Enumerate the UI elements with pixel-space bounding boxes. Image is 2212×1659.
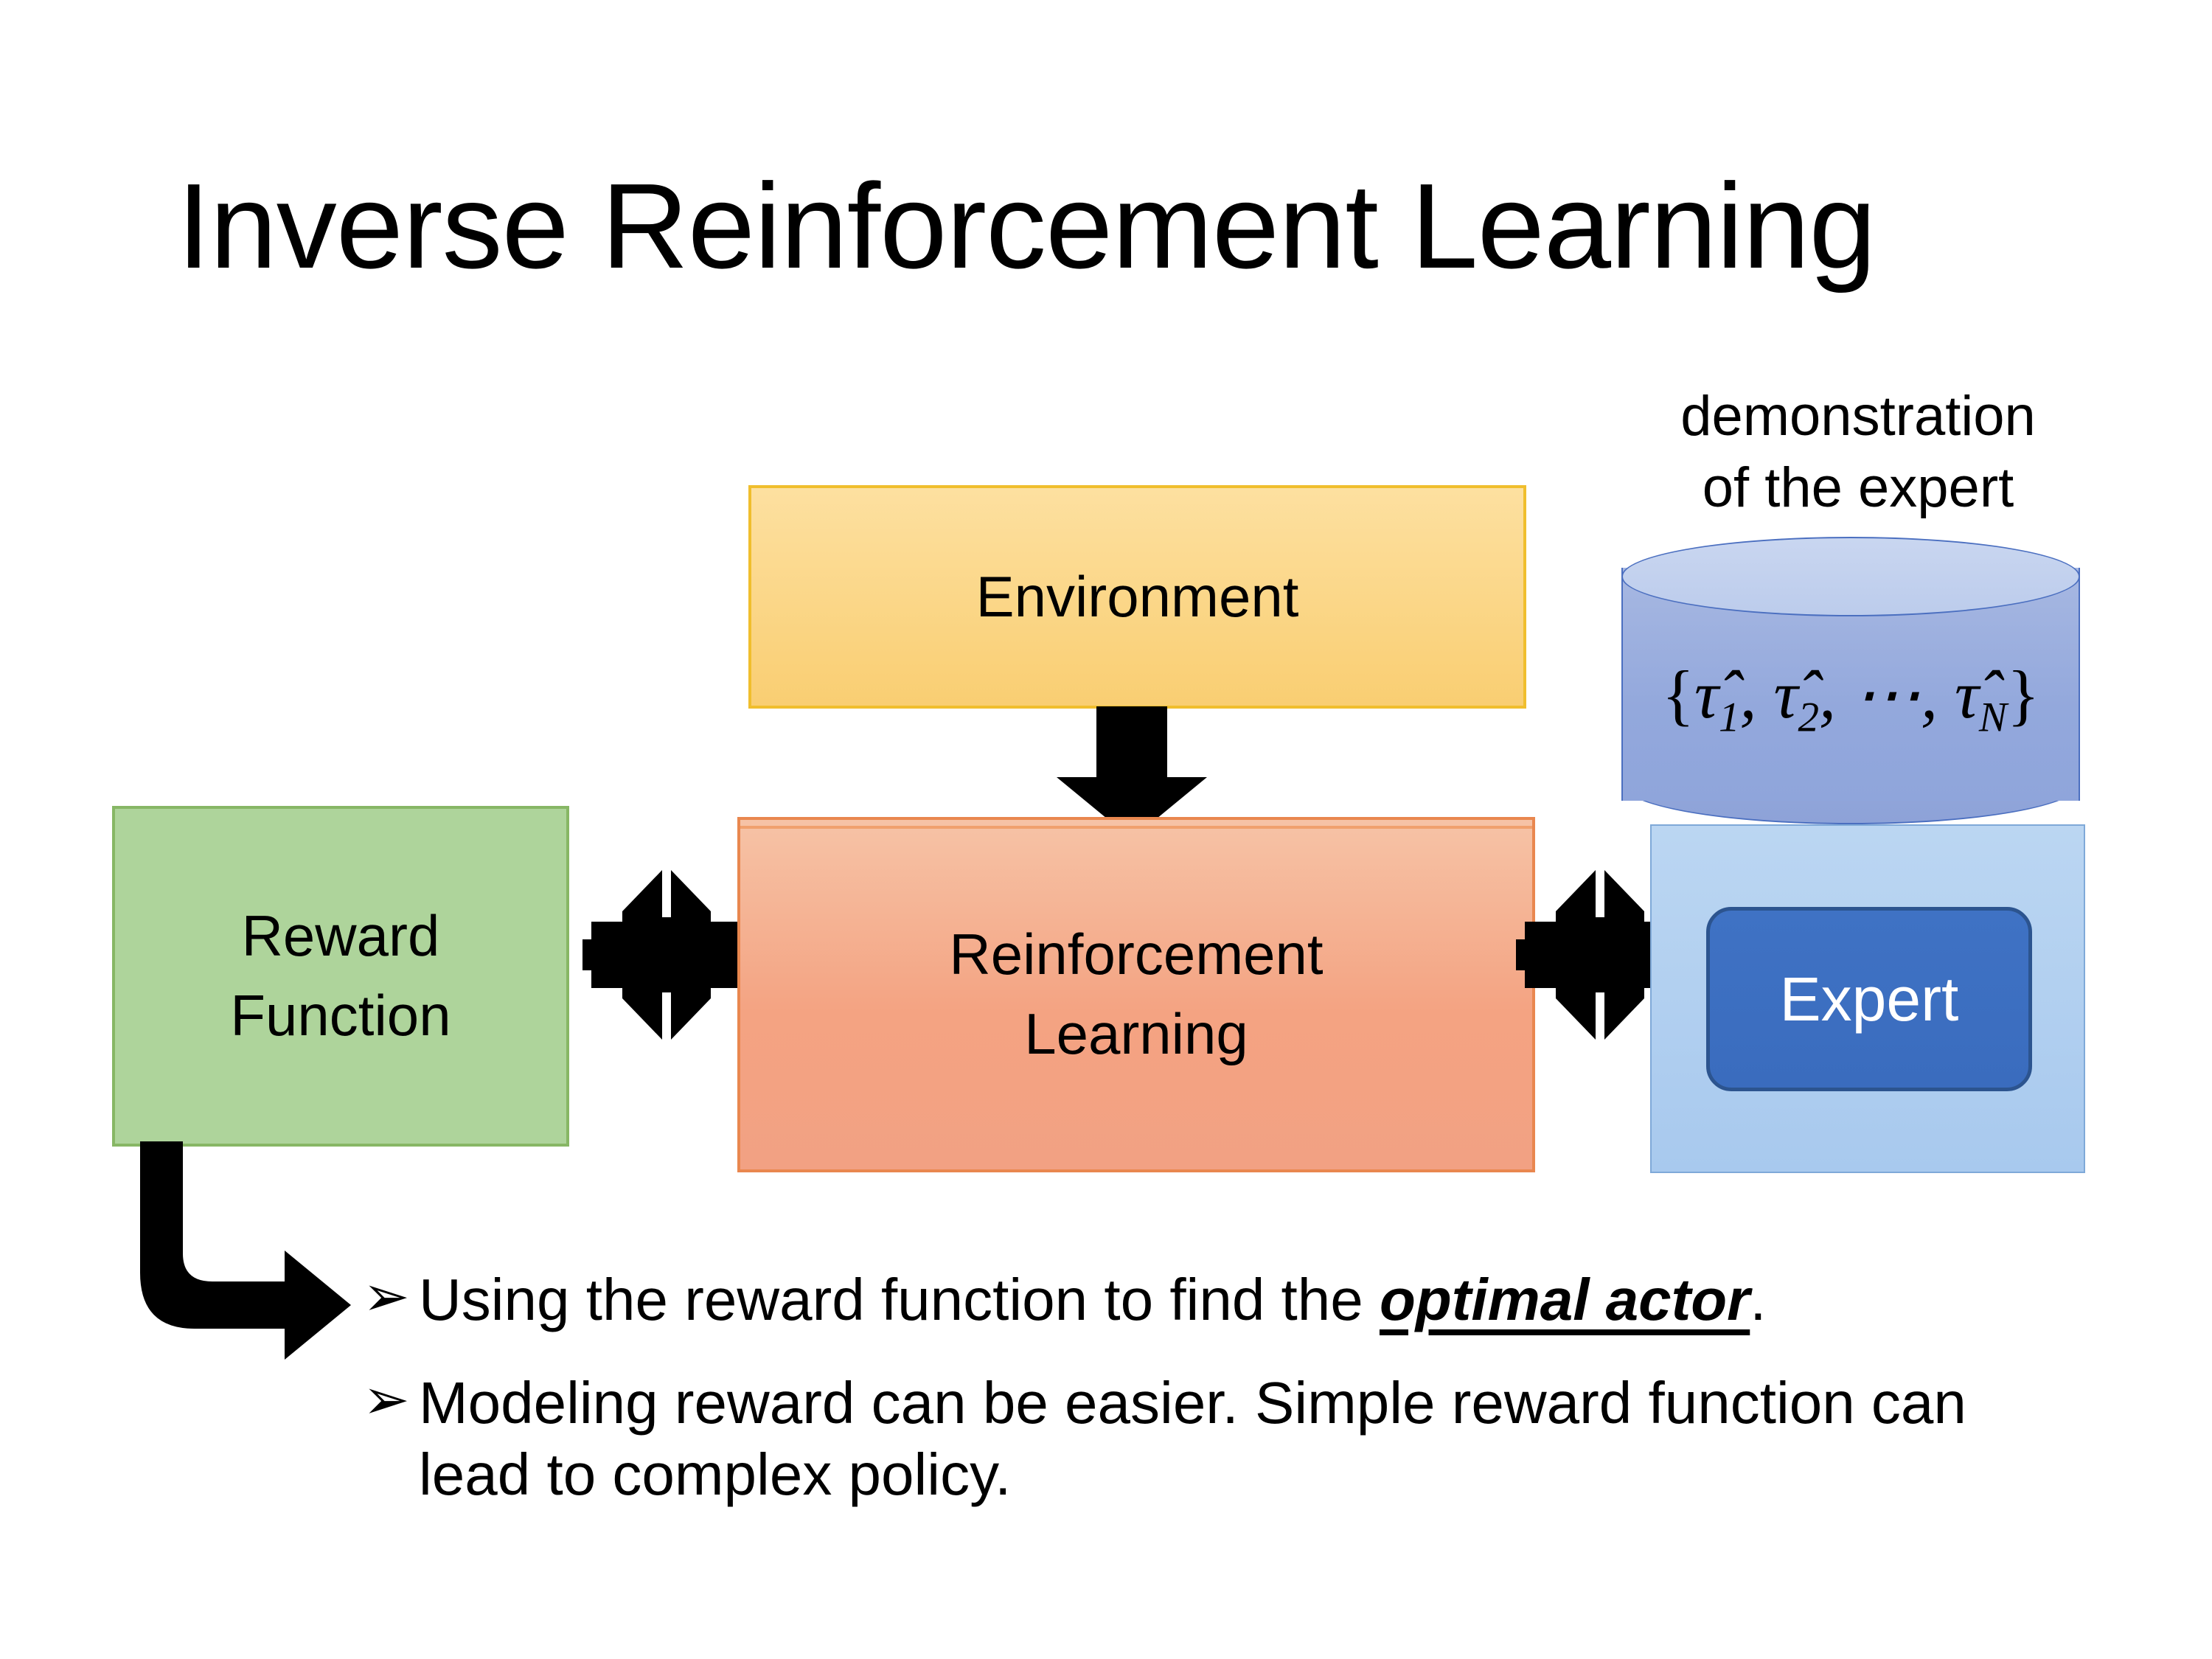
page-title: Inverse Reinforcement Learning: [177, 159, 1877, 293]
quad-arrow-rl-expert-icon: [1516, 870, 1684, 1040]
reinforcement-learning-box[interactable]: Reinforcement Learning: [737, 817, 1535, 1172]
demonstration-caption: demonstration of the expert: [1615, 380, 2101, 524]
arrow-environment-to-rl-icon: [1057, 706, 1207, 839]
formula-separator-1: ,: [1739, 657, 1774, 732]
formula-close-brace: }: [2006, 657, 2040, 732]
bullet-marker-icon: ➢: [363, 1368, 410, 1431]
formula-tau-2: τ̂: [1773, 657, 1798, 732]
formula-tau-n: τ̂: [1954, 657, 1979, 732]
bullet-1-suffix: .: [1750, 1267, 1767, 1332]
expert-label: Expert: [1779, 964, 1959, 1034]
formula-separator-2: , ⋯,: [1818, 657, 1955, 732]
formula-subscript-n: N: [1978, 694, 2007, 741]
demonstration-caption-line2: of the expert: [1702, 456, 2014, 520]
quad-arrow-reward-rl-icon: [582, 870, 751, 1040]
trajectory-set-formula: {τ̂1, τ̂2, ⋯, τ̂N}: [1621, 655, 2080, 741]
formula-subscript-1: 1: [1718, 694, 1740, 741]
formula-subscript-2: 2: [1798, 694, 1819, 741]
bullet-text-1: Using the reward function to find the op…: [419, 1264, 2081, 1336]
reward-function-box[interactable]: Reward Function: [112, 806, 569, 1147]
list-item: ➢ Modeling reward can be easier. Simple …: [363, 1367, 2081, 1511]
list-item: ➢ Using the reward function to find the …: [363, 1264, 2081, 1336]
reinforcement-learning-label-line1: Reinforcement: [949, 922, 1324, 987]
reward-function-label-line1: Reward: [241, 903, 440, 969]
cylinder-top-ellipse: [1621, 537, 2080, 616]
bullet-text-2: Modeling reward can be easier. Simple re…: [419, 1369, 1966, 1508]
reinforcement-learning-label-line2: Learning: [1024, 1001, 1248, 1066]
formula-open-brace: {: [1661, 657, 1695, 732]
expert-box[interactable]: Expert: [1706, 907, 2032, 1091]
elbow-arrow-reward-to-bullet-icon: [140, 1141, 351, 1360]
demonstration-cylinder[interactable]: {τ̂1, τ̂2, ⋯, τ̂N}: [1621, 537, 2080, 832]
environment-label: Environment: [975, 563, 1299, 629]
reward-function-label-line2: Function: [230, 983, 451, 1048]
bullet-1-emphasis: optimal actor: [1379, 1267, 1750, 1332]
bullet-marker-icon: ➢: [363, 1265, 410, 1328]
demonstration-caption-line1: demonstration: [1680, 385, 2036, 448]
formula-tau-1: τ̂: [1694, 657, 1719, 732]
environment-box[interactable]: Environment: [748, 485, 1526, 709]
bullet-list: ➢ Using the reward function to find the …: [363, 1264, 2081, 1542]
bullet-1-prefix: Using the reward function to find the: [419, 1267, 1380, 1332]
